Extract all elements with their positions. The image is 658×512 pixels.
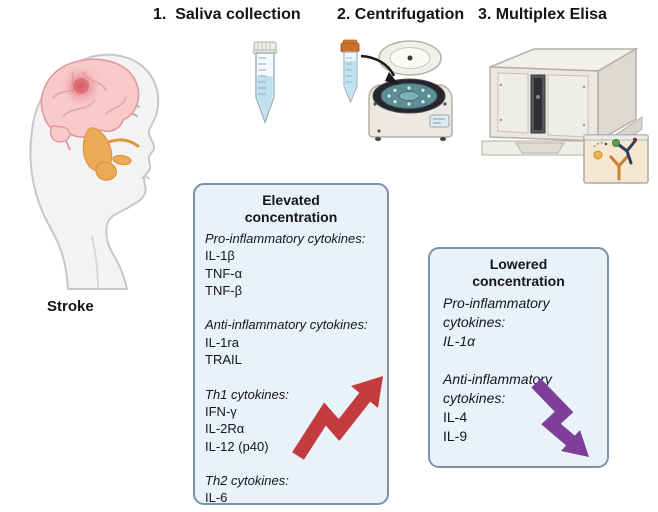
anti-inflammatory-section: Anti-inflammatory cytokines: IL-1ra TRAI… — [205, 316, 387, 368]
centrifuge-icon — [340, 39, 453, 141]
submandibular-gland — [95, 161, 117, 181]
down-arrow-head — [561, 430, 589, 457]
cytokine-item: IL-1α — [443, 333, 476, 349]
transfer-arrow-head — [385, 72, 399, 85]
front-left-door — [497, 72, 529, 134]
section-heading: Pro-inflammatory cytokines: — [205, 231, 366, 246]
cytokine-item: IL-6 — [205, 490, 228, 506]
capped-sample-tube — [340, 39, 360, 104]
up-arrow-line — [292, 392, 371, 460]
detection-antibody-navy — [617, 139, 637, 165]
cytokine-item: IL-2Rα — [205, 421, 245, 437]
pro-inflammatory-section: Pro-inflammatory cytokines: IL-1α — [443, 294, 607, 351]
label-red-dot — [632, 137, 638, 143]
centrifuge-lid-knob — [407, 55, 413, 61]
cytokine-item: TNF-β — [205, 282, 243, 298]
tube-graduations — [258, 57, 266, 95]
stroke-caption: Stroke — [47, 298, 94, 315]
step-label-multiplex-elisa: 3. Multiplex Elisa — [478, 6, 607, 23]
body-screws — [373, 102, 447, 133]
trend-up-arrow-icon — [292, 376, 383, 460]
up-arrow-head — [351, 376, 383, 408]
section-heading: Th1 cytokines: — [205, 386, 289, 402]
brainstem-line — [65, 140, 71, 151]
elisa-analyzer-icon — [481, 47, 649, 184]
elevated-box-title: Elevated concentration — [244, 192, 338, 225]
centrifuge-feet — [375, 137, 446, 141]
transfer-arrow-curve — [360, 54, 396, 77]
capture-antibody-orange — [609, 155, 629, 181]
enzyme-green-dot — [612, 139, 620, 147]
anti-inflammatory-section: Anti-inflammatory cytokines: IL-4 IL-9 — [443, 370, 607, 446]
sublingual-gland — [112, 154, 132, 166]
down-arrow-line — [531, 378, 576, 446]
display-text-lines — [433, 118, 445, 124]
trend-down-arrow-icon — [531, 378, 589, 457]
cytokine-item: IL-1ra — [205, 334, 239, 350]
tube-cap-ridges — [257, 43, 271, 50]
lowered-box-title: Lowered concentration — [472, 256, 565, 289]
th2-section: Th2 cytokines: IL-6 — [205, 472, 387, 507]
rotor-hub — [398, 91, 420, 101]
analyte-yellow-dot — [593, 150, 603, 160]
step-label-saliva-collection: 1. Saliva collection — [153, 6, 301, 23]
slot-indicator-dot — [536, 95, 540, 99]
rotor-tube-slots — [386, 85, 432, 107]
front-right-door — [547, 74, 589, 138]
step-label-centrifugation: 2. Centrifugation — [337, 6, 465, 23]
lowered-concentration-box: Lowered concentration Pro-inflammatory c… — [428, 247, 609, 468]
section-heading: Pro-inflammatory cytokines: — [443, 295, 550, 330]
section-heading: Anti-inflammatory cytokines: — [205, 317, 368, 333]
stroke-lesion-core — [73, 78, 89, 94]
cytokine-item: TNF-α — [205, 265, 243, 281]
lip-line — [141, 176, 150, 180]
parotid-duct-line — [107, 138, 140, 148]
cytokine-item: TRAIL — [205, 352, 242, 368]
parotid-gland — [82, 127, 113, 172]
cytokine-item: IFN-γ — [205, 403, 237, 419]
signal-dot — [604, 142, 608, 146]
front-screws — [499, 83, 586, 127]
cerebellum-shape — [49, 125, 71, 143]
centrifuge-display — [429, 114, 450, 128]
stroke-head-illustration — [29, 53, 160, 290]
cytokine-item: IL-12 (p40) — [205, 438, 269, 454]
falcon-tube-icon — [252, 41, 278, 125]
section-heading: Th2 cytokines: — [205, 473, 289, 489]
neck-contour-line — [91, 235, 99, 290]
elevated-concentration-box: Elevated concentration Pro-inflammatory … — [193, 183, 389, 505]
th1-section: Th1 cytokines: IFN-γ IL-2Rα IL-12 (p40) — [205, 386, 387, 455]
antibody-assay-icon — [583, 134, 649, 184]
cytokine-item: IL-1β — [205, 248, 235, 264]
base-tray — [515, 142, 565, 154]
sample-slot-inner — [534, 78, 542, 130]
tube-liquid — [257, 76, 273, 119]
salivary-glands — [82, 127, 132, 181]
cytokine-item: IL-4 — [443, 409, 468, 425]
section-heading: Anti-inflammatory cytokines: — [443, 371, 552, 406]
cytokine-item: IL-9 — [443, 428, 468, 444]
pro-inflammatory-section: Pro-inflammatory cytokines: IL-1β TNF-α … — [205, 230, 387, 299]
